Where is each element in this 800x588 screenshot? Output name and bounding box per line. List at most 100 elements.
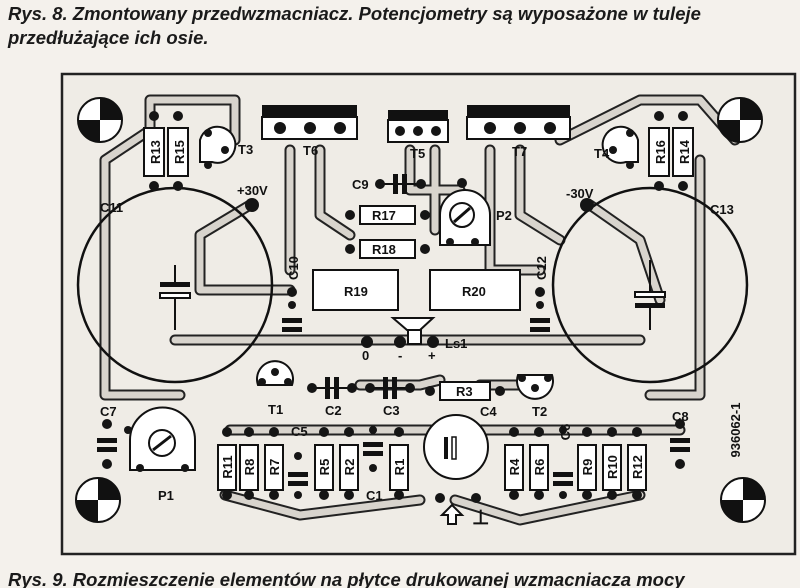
label-r12: R12 [630,455,645,479]
board-id: 936062-1 [728,403,743,458]
label-c8: C8 [672,409,689,424]
capacitor-c2 [307,377,357,399]
label-minus: - [398,348,402,363]
capacitor-c4 [423,414,489,480]
label-ls1: Ls1 [445,336,467,351]
resistor-r8 [239,427,259,500]
label-p2: P2 [496,208,512,223]
capacitor-c9 [375,174,426,194]
resistor-r11 [217,427,237,500]
label-r16: R16 [653,140,668,164]
corner-mark-icon [75,97,766,523]
capacitor-c3 [365,377,415,399]
capacitor-c1 [363,426,383,472]
label-r19: R19 [344,284,368,299]
label-c1: C1 [366,488,383,503]
label-plus: + [428,348,436,363]
label-r20: R20 [462,284,486,299]
label-c13: C13 [710,202,734,217]
resistor-r3 [425,381,505,401]
resistor-r6 [529,427,549,500]
resistor-r1 [389,427,409,500]
label-c5: C5 [291,424,308,439]
capacitor-c8 [670,419,690,469]
capacitor-c6 [553,426,573,499]
label-r11: R11 [220,455,235,478]
resistor-r7 [264,427,284,500]
transistor-t7 [466,105,571,140]
label-r2: R2 [342,459,357,476]
resistor-r9 [577,427,597,500]
capacitor-c10 [282,287,302,332]
label-r9: R9 [580,459,595,476]
label-c10: C10 [286,256,301,280]
resistor-r20 [429,269,521,311]
resistor-r19 [312,269,399,311]
label-t6: T6 [303,143,318,158]
supply-pad-plus30 [245,198,259,212]
resistor-r14 [672,111,694,191]
label-plus30v: +30V [237,183,268,198]
ground-icon: ⊥ [472,507,489,529]
resistor-r17 [345,205,430,225]
resistor-r13 [143,111,165,191]
label-p1: P1 [158,488,174,503]
supply-pad-minus30 [580,198,594,212]
resistor-r4 [504,427,524,500]
resistor-r15 [167,111,189,191]
label-r3: R3 [456,384,473,399]
label-c9: C9 [352,177,369,192]
label-r5: R5 [317,459,332,476]
label-c11: C11 [100,200,123,215]
label-t7: T7 [512,144,527,159]
resistor-r16 [648,111,670,191]
capacitor-c7 [97,419,117,469]
potentiometer-p2 [439,178,491,246]
label-r18: R18 [372,242,396,257]
resistor-r2 [339,427,359,500]
resistor-r5 [314,427,334,500]
transistor-t1 [256,360,294,386]
label-r15: R15 [172,140,187,164]
label-r4: R4 [507,458,522,475]
label-r8: R8 [242,459,257,476]
label-t1: T1 [268,402,283,417]
resistor-r18 [345,239,430,259]
label-r14: R14 [677,139,692,164]
label-t2: T2 [532,404,547,419]
label-c12: C12 [534,256,549,280]
ground-pad [471,493,481,503]
transistor-t3 [199,125,237,169]
figure-caption-bottom: Rys. 9. Rozmieszczenie elementów na płyt… [8,569,685,588]
capacitor-c12 [530,287,550,332]
potentiometer-p1 [124,406,196,472]
transistor-t2 [516,374,554,400]
label-r10: R10 [605,455,620,479]
speaker-icon [361,317,439,348]
label-t4: T4 [594,146,610,161]
label-zero: 0 [362,348,369,363]
label-c3: C3 [383,403,400,418]
transistor-t6 [261,105,358,140]
label-minus30v: -30V [566,186,594,201]
capacitor-c5 [288,452,308,499]
figure-caption-top: Rys. 8. Zmontowany przedwzmacniacz. Pote… [8,3,701,48]
resistor-r10 [602,427,622,500]
label-c6: C6 [558,424,573,441]
label-c7: C7 [100,404,117,419]
label-r13: R13 [148,140,163,164]
label-r6: R6 [532,459,547,476]
label-r17: R17 [372,208,396,223]
label-c2: C2 [325,403,342,418]
resistor-r12 [627,427,647,500]
label-t3: T3 [238,142,253,157]
transistor-t4 [601,125,639,169]
label-c4: C4 [480,404,497,419]
label-t5: T5 [410,146,425,161]
label-r7: R7 [267,459,282,476]
capacitor-c13 [551,186,749,384]
label-r1: R1 [392,459,407,476]
input-arrow-icon [435,493,465,525]
transistor-t5 [387,110,449,143]
